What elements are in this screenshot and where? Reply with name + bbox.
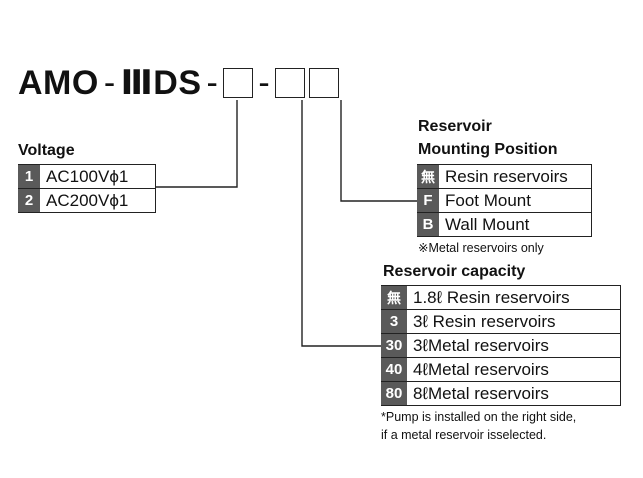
capacity-row: 30 3ℓMetal reservoirs	[381, 334, 621, 358]
capacity-code: 30	[381, 334, 407, 357]
voltage-code-box	[223, 68, 254, 98]
mounting-note: ※Metal reservoirs only	[418, 241, 544, 255]
voltage-label: AC200Vϕ1	[46, 190, 129, 210]
mounting-code-box	[309, 68, 340, 98]
mounting-label: Resin reservoirs	[445, 166, 568, 186]
model-prefix: AMO	[18, 64, 99, 102]
capacity-code: 3	[381, 310, 407, 333]
capacity-code: 無	[381, 286, 407, 309]
voltage-table: 1 AC100Vϕ1 2 AC200Vϕ1	[18, 164, 156, 213]
capacity-label: 3ℓMetal reservoirs	[413, 335, 549, 355]
capacity-label: 8ℓMetal reservoirs	[413, 383, 549, 403]
capacity-code-box	[275, 68, 306, 98]
capacity-label: 3ℓ Resin reservoirs	[413, 311, 556, 331]
capacity-table: 無 1.8ℓ Resin reservoirs 3 3ℓ Resin reser…	[381, 285, 621, 406]
mounting-row: 無 Resin reservoirs	[417, 165, 592, 189]
model-separator: -	[206, 64, 219, 102]
connector-mounting	[340, 100, 417, 202]
capacity-code: 80	[381, 382, 407, 405]
mounting-row: B Wall Mount	[417, 213, 592, 237]
mounting-code: F	[417, 189, 439, 212]
voltage-code: 1	[18, 165, 40, 188]
model-number: AMO - ⅢDS - -	[18, 60, 340, 106]
mounting-label: Foot Mount	[445, 190, 531, 210]
capacity-note-line1: *Pump is installed on the right side,	[381, 410, 577, 424]
capacity-row: 3 3ℓ Resin reservoirs	[381, 310, 621, 334]
mounting-title-line1: Reservoir	[418, 118, 492, 135]
capacity-row: 40 4ℓMetal reservoirs	[381, 358, 621, 382]
mounting-code: B	[417, 213, 439, 236]
capacity-row: 80 8ℓMetal reservoirs	[381, 382, 621, 406]
connector-voltage	[156, 100, 238, 188]
model-series: ⅢDS	[120, 64, 202, 102]
voltage-row: 1 AC100Vϕ1	[18, 165, 156, 189]
capacity-label: 4ℓMetal reservoirs	[413, 359, 549, 379]
capacity-title: Reservoir capacity	[383, 263, 526, 280]
voltage-code: 2	[18, 189, 40, 212]
capacity-note-line2: if a metal reservoir isselected.	[381, 428, 547, 442]
mounting-label: Wall Mount	[445, 214, 530, 234]
voltage-row: 2 AC200Vϕ1	[18, 189, 156, 213]
mounting-row: F Foot Mount	[417, 189, 592, 213]
capacity-row: 無 1.8ℓ Resin reservoirs	[381, 286, 621, 310]
voltage-label: AC100Vϕ1	[46, 166, 129, 186]
voltage-title: Voltage	[18, 142, 75, 159]
model-separator: -	[258, 64, 271, 102]
capacity-label: 1.8ℓ Resin reservoirs	[413, 287, 570, 307]
mounting-code: 無	[417, 165, 439, 188]
connector-capacity	[301, 100, 381, 347]
mounting-table: 無 Resin reservoirs F Foot Mount B Wall M…	[417, 164, 592, 237]
model-separator: -	[103, 64, 116, 102]
capacity-code: 40	[381, 358, 407, 381]
mounting-title-line2: Mounting Position	[418, 141, 558, 158]
